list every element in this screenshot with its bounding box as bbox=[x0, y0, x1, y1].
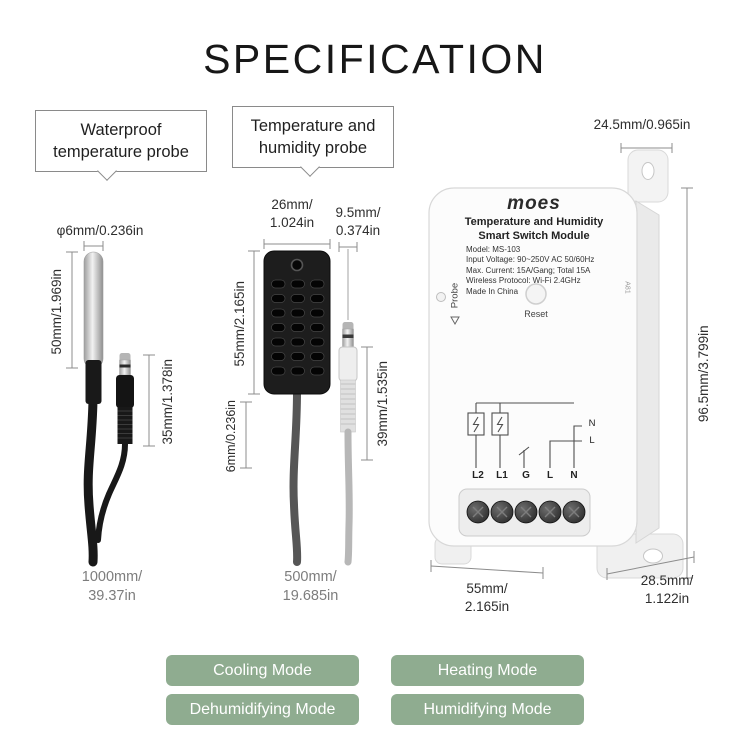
dim-probe2-height: 55mm/2.165in bbox=[232, 280, 248, 367]
device-side-face bbox=[635, 200, 660, 544]
humidity-probe-drawing bbox=[263, 250, 358, 566]
probe-direction-icon bbox=[450, 316, 460, 326]
probe2-dimension-lines bbox=[240, 239, 373, 469]
spec-voltage: Input Voltage: 90~250V AC 50/60Hz bbox=[466, 255, 595, 265]
terminal-label-l1: L1 bbox=[496, 470, 508, 481]
reset-button bbox=[525, 283, 547, 305]
dim-probe1-jack-length: 35mm/1.378in bbox=[160, 358, 176, 445]
device-dimension-lines bbox=[430, 143, 695, 580]
spec-origin: Made In China bbox=[466, 286, 519, 296]
dim-probe1-length: 50mm/1.969in bbox=[49, 268, 65, 355]
callout-humidity-probe: Temperature and humidity probe bbox=[232, 106, 394, 168]
mount-hole-bottom bbox=[643, 548, 663, 564]
dim-probe2-cable-length: 500mm/ 19.685in bbox=[282, 569, 339, 604]
callout-waterproof-probe: Waterproof temperature probe bbox=[35, 110, 207, 172]
mode-badge-cooling: Cooling Mode bbox=[166, 655, 359, 686]
terminal-screws bbox=[466, 500, 586, 524]
terminal-label-n: N bbox=[570, 470, 578, 481]
mode-badge-humidifying: Humidifying Mode bbox=[391, 694, 584, 725]
device-front-face bbox=[428, 187, 638, 547]
dim-probe2-cable-diameter: 6mm/0.236in bbox=[223, 400, 238, 473]
audio-jack-black bbox=[95, 353, 134, 543]
terminal-label-l: L bbox=[546, 470, 554, 481]
probe-head-hole bbox=[290, 258, 304, 272]
dim-device-top: 24.5mm/0.965in bbox=[593, 117, 691, 132]
side-code: A81 bbox=[623, 281, 631, 294]
dim-probe2-depth: 9.5mm/ 0.374in bbox=[335, 205, 381, 238]
mount-hole-top bbox=[641, 162, 655, 180]
dim-probe1-cable-length: 1000mm/ 39.37in bbox=[81, 569, 143, 604]
spec-current: Max. Current: 15A/Gang; Total 15A bbox=[466, 265, 591, 275]
terminal-label-l2: L2 bbox=[472, 470, 484, 481]
switch-module-drawing bbox=[428, 149, 684, 579]
dim-device-depth: 28.5mm/ 1.122in bbox=[640, 573, 694, 606]
page-title: SPECIFICATION bbox=[203, 36, 547, 82]
dim-probe2-jack-length: 39mm/1.535in bbox=[375, 360, 391, 447]
device-specs: Model: MS-103 Input Voltage: 90~250V AC … bbox=[466, 245, 631, 297]
wire-label-l: L bbox=[589, 435, 595, 446]
probe-port bbox=[436, 292, 446, 302]
terminal-label-g: G bbox=[522, 470, 530, 481]
dim-probe1-diameter: φ6mm/0.236in bbox=[56, 223, 144, 238]
mode-badge-dehumidifying: Dehumidifying Mode bbox=[166, 694, 359, 725]
dim-probe2-width: 26mm/ 1.024in bbox=[269, 197, 315, 230]
waterproof-probe-drawing bbox=[83, 251, 134, 567]
mode-badge-heating: Heating Mode bbox=[391, 655, 584, 686]
spec-wireless: Wireless Protocol: Wi-Fi 2.4GHz bbox=[466, 276, 581, 286]
vent-slits bbox=[271, 279, 325, 376]
wiring-diagram bbox=[467, 402, 582, 468]
lightning-icon bbox=[496, 416, 504, 433]
audio-jack-white bbox=[338, 322, 358, 566]
spec-model: Model: MS-103 bbox=[466, 245, 521, 254]
wire-label-n: N bbox=[588, 418, 596, 429]
dim-device-width: 55mm/ 2.165in bbox=[464, 581, 510, 614]
lightning-icon bbox=[472, 416, 480, 433]
dim-device-height: 96.5mm/3.799in bbox=[696, 325, 712, 423]
product-name: Temperature and Humidity Smart Switch Mo… bbox=[464, 216, 604, 242]
brand-logo: moes bbox=[507, 193, 561, 214]
probe1-dimension-lines bbox=[66, 241, 155, 447]
probe-port-label: Probe bbox=[449, 282, 461, 309]
reset-label: Reset bbox=[524, 309, 548, 319]
